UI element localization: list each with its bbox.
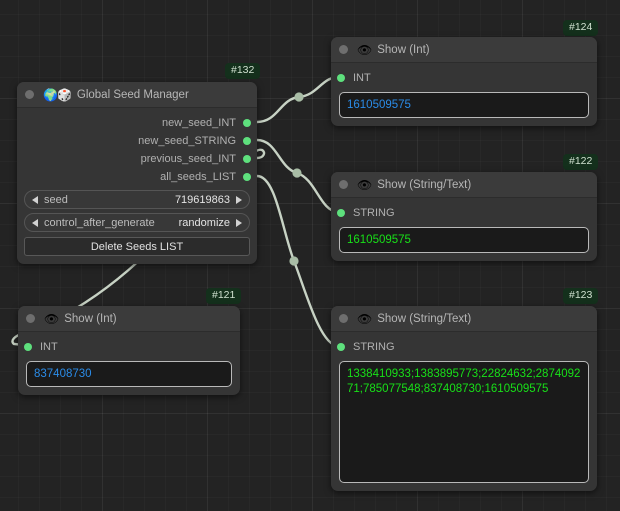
output-slot-label: new_seed_INT xyxy=(162,117,236,129)
input-slot-string[interactable]: STRING xyxy=(331,338,597,356)
output-slot-new-seed-int[interactable]: new_seed_INT xyxy=(17,114,257,132)
widget-label: seed xyxy=(44,193,68,206)
input-slot-label: STRING xyxy=(353,207,395,219)
node-body: new_seed_INT new_seed_STRING previous_se… xyxy=(17,108,257,264)
eye-icon: 👁 xyxy=(357,177,372,192)
node-id-badge-132: #132 xyxy=(225,63,261,79)
value-display-int: 837408730 xyxy=(26,361,232,387)
node-id-badge-121: #121 xyxy=(206,288,242,304)
eye-icon: 👁 xyxy=(357,42,372,57)
output-slot-label: all_seeds_LIST xyxy=(160,171,236,183)
link-midpoint-dot xyxy=(294,92,304,102)
output-slot-dot[interactable] xyxy=(243,119,251,127)
output-slot-previous-seed-int[interactable]: previous_seed_INT xyxy=(17,150,257,168)
node-title-bar[interactable]: 👁 Show (String/Text) xyxy=(331,172,597,198)
node-title-bar[interactable]: 👁 Show (Int) xyxy=(331,37,597,63)
input-slot-int[interactable]: INT xyxy=(331,69,597,87)
widget-control-after-generate[interactable]: control_after_generate randomize xyxy=(24,213,250,232)
increment-arrow-icon[interactable] xyxy=(236,218,242,227)
node-title-label: Show (Int) xyxy=(64,312,117,325)
collapse-dot-icon[interactable] xyxy=(339,45,348,54)
node-id-badge-124: #124 xyxy=(563,20,599,36)
node-show-int-124[interactable]: 👁 Show (Int) INT 1610509575 xyxy=(331,37,597,126)
input-slot-dot[interactable] xyxy=(337,74,345,82)
eye-icon: 👁 xyxy=(44,311,59,326)
output-slot-dot[interactable] xyxy=(243,137,251,145)
collapse-dot-icon[interactable] xyxy=(339,314,348,323)
input-slot-int[interactable]: INT xyxy=(18,338,240,356)
input-slot-string[interactable]: STRING xyxy=(331,204,597,222)
widget-value[interactable]: randomize xyxy=(178,216,230,229)
node-body: INT 837408730 xyxy=(18,332,240,395)
collapse-dot-icon[interactable] xyxy=(339,180,348,189)
node-id-badge-123: #123 xyxy=(563,288,599,304)
node-title-bar[interactable]: 👁 Show (Int) xyxy=(18,306,240,332)
collapse-dot-icon[interactable] xyxy=(26,314,35,323)
input-slot-dot[interactable] xyxy=(24,343,32,351)
output-slot-new-seed-string[interactable]: new_seed_STRING xyxy=(17,132,257,150)
node-body: STRING 1338410933;1383895773;22824632;28… xyxy=(331,332,597,491)
eye-icon: 👁 xyxy=(357,311,372,326)
collapse-dot-icon[interactable] xyxy=(25,90,34,99)
node-title-label: Show (String/Text) xyxy=(377,312,472,325)
output-slot-label: previous_seed_INT xyxy=(140,153,236,165)
link-midpoint-dot xyxy=(289,256,299,266)
input-slot-dot[interactable] xyxy=(337,209,345,217)
link-all-seeds-list xyxy=(255,174,340,348)
node-global-seed-manager[interactable]: 🌍🎲 Global Seed Manager new_seed_INT new_… xyxy=(17,82,257,264)
widget-label: control_after_generate xyxy=(44,216,155,229)
input-slot-dot[interactable] xyxy=(337,343,345,351)
value-display-int: 1610509575 xyxy=(339,92,589,118)
delete-seeds-list-button[interactable]: Delete Seeds LIST xyxy=(24,237,250,256)
increment-arrow-icon[interactable] xyxy=(236,195,242,204)
node-show-string-123[interactable]: 👁 Show (String/Text) STRING 1338410933;1… xyxy=(331,306,597,491)
node-title-label: Global Seed Manager xyxy=(76,88,189,101)
node-title-bar[interactable]: 👁 Show (String/Text) xyxy=(331,306,597,332)
node-title-bar[interactable]: 🌍🎲 Global Seed Manager xyxy=(17,82,257,108)
node-show-string-122[interactable]: 👁 Show (String/Text) STRING 1610509575 xyxy=(331,172,597,261)
decrement-arrow-icon[interactable] xyxy=(32,195,38,204)
node-title-label: Show (Int) xyxy=(377,43,430,56)
input-slot-label: INT xyxy=(353,72,371,84)
output-slot-dot[interactable] xyxy=(243,155,251,163)
value-display-string: 1610509575 xyxy=(339,227,589,253)
widget-value[interactable]: 719619863 xyxy=(174,193,230,206)
link-new-seed-int xyxy=(255,75,340,124)
node-body: STRING 1610509575 xyxy=(331,198,597,261)
node-title-label: Show (String/Text) xyxy=(377,178,472,191)
output-slot-dot[interactable] xyxy=(243,173,251,181)
widget-seed[interactable]: seed 719619863 xyxy=(24,190,250,209)
node-body: INT 1610509575 xyxy=(331,63,597,126)
value-display-seeds-list: 1338410933;1383895773;22824632;287409271… xyxy=(339,361,589,483)
decrement-arrow-icon[interactable] xyxy=(32,218,38,227)
link-midpoint-dot xyxy=(292,168,302,178)
input-slot-label: STRING xyxy=(353,341,395,353)
node-show-int-121[interactable]: 👁 Show (Int) INT 837408730 xyxy=(18,306,240,395)
output-slot-label: new_seed_STRING xyxy=(138,135,236,147)
globe-dice-icon: 🌍🎲 xyxy=(43,87,72,102)
output-slot-all-seeds-list[interactable]: all_seeds_LIST xyxy=(17,168,257,186)
link-new-seed-string xyxy=(255,138,340,214)
button-label: Delete Seeds LIST xyxy=(90,240,184,253)
node-id-badge-122: #122 xyxy=(563,154,599,170)
input-slot-label: INT xyxy=(40,341,58,353)
